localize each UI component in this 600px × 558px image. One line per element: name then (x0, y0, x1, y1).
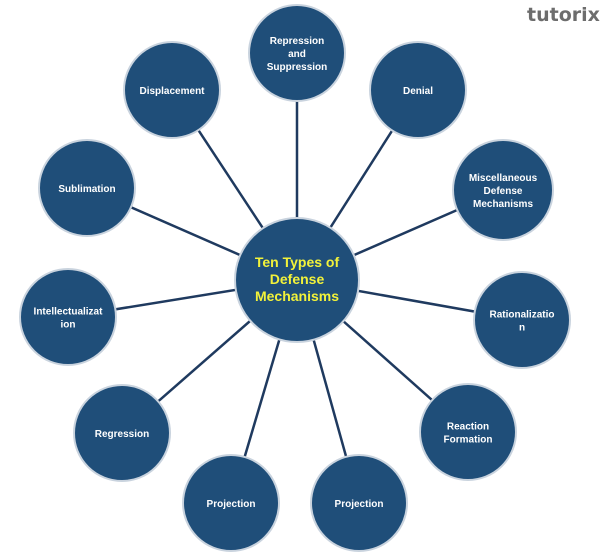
mechanism-node: Rationalizatio n (473, 271, 571, 369)
node-label-line: Mechanisms (473, 199, 533, 210)
node-label-line: Projection (335, 499, 384, 510)
node-circle (419, 383, 517, 481)
node-circle (369, 41, 467, 139)
node-label-line: Mechanisms (255, 288, 339, 304)
node-label-line: Defense (484, 186, 523, 197)
node-label-line: and (288, 49, 306, 60)
node-circle (248, 4, 346, 102)
mechanism-node: Intellectualizat ion (19, 268, 117, 366)
node-circle (310, 454, 408, 552)
node-circle (19, 268, 117, 366)
mechanism-node: Sublimation (38, 139, 136, 237)
mechanism-node: Projection (182, 454, 280, 552)
node-label-line: Ten Types of (255, 254, 340, 270)
node-circle (38, 139, 136, 237)
mechanism-node: Denial (369, 41, 467, 139)
node-circle (452, 139, 554, 241)
node-label-line: Defense (270, 271, 325, 287)
node-label-line: Intellectualizat (34, 307, 104, 318)
mechanism-node: Regression (73, 384, 171, 482)
node-label-line: Denial (403, 86, 433, 97)
node-label-line: Miscellaneous (469, 173, 538, 184)
node-circle (473, 271, 571, 369)
node-label-line: ion (61, 320, 76, 331)
node-label-line: Projection (207, 499, 256, 510)
node-label-line: Displacement (139, 86, 205, 97)
node-label-line: Rationalizatio (489, 310, 554, 321)
node-label-line: Suppression (267, 62, 328, 73)
node-label-line: Sublimation (58, 184, 115, 195)
node-circle (123, 41, 221, 139)
node-label-line: Repression (270, 36, 324, 47)
node-circle (182, 454, 280, 552)
node-label-line: Regression (95, 429, 149, 440)
node-label-line: Reaction (447, 422, 489, 433)
mechanism-node: Displacement (123, 41, 221, 139)
node-circle (73, 384, 171, 482)
tutorix-logo: tutorix (527, 4, 600, 26)
node-label-line: n (519, 323, 525, 334)
center-circle (234, 217, 360, 343)
mechanism-node: Projection (310, 454, 408, 552)
node-label-line: Formation (444, 435, 493, 446)
